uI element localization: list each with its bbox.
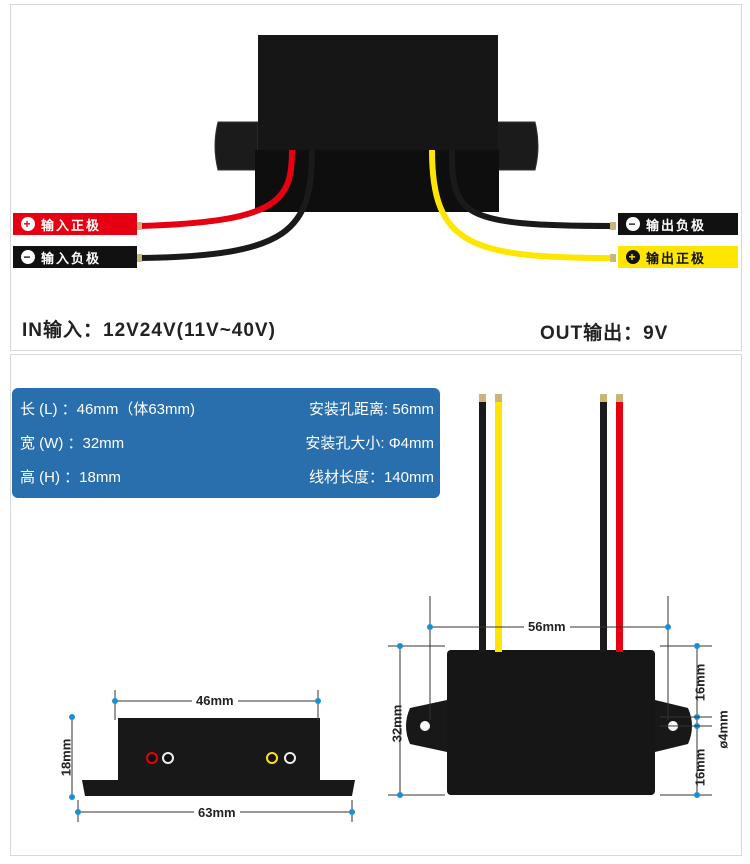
minus-icon: − xyxy=(626,217,640,231)
input-positive-wire xyxy=(139,149,295,229)
minus-icon: − xyxy=(21,250,35,264)
input-voltage-text: IN输入：12V24V(11V~40V) xyxy=(22,320,276,341)
spec-width: 宽 (W) ：32mm xyxy=(20,435,125,452)
spec-wire-length: 线材长度：140mm xyxy=(308,469,434,486)
hole-diameter-dim: ø4mm xyxy=(715,710,731,749)
plus-icon: + xyxy=(21,217,35,231)
top-view-wire-yellow xyxy=(495,402,502,652)
output-negative-label: − 输出负极 xyxy=(618,213,738,235)
spec-hole-size: 安装孔大小: Φ4mm xyxy=(305,435,434,452)
input-negative-label: − 输入负极 xyxy=(13,246,137,268)
output-negative-wire xyxy=(449,149,613,229)
spec-hole-distance: 安装孔距离: 56mm xyxy=(308,401,434,418)
left-mount-ear xyxy=(214,121,259,171)
front-view-body xyxy=(118,718,320,780)
front-total-dim: 63mm xyxy=(194,805,240,820)
input-negative-wire xyxy=(139,149,315,261)
top-view-wire-red xyxy=(616,402,623,652)
top-hole-distance-dim: 56mm xyxy=(524,619,570,634)
top-lower-dim: 16mm xyxy=(692,748,708,787)
output-positive-label: + 输出正极 xyxy=(618,246,738,268)
spec-box: 长 (L) ：46mm（体63mm) 安装孔距离: 56mm 宽 (W) ：32… xyxy=(12,388,440,498)
top-view-wire-black-1 xyxy=(479,402,486,652)
module-body-top xyxy=(258,35,498,153)
spec-height: 高 (H) ：18mm xyxy=(20,469,121,486)
bottom-panel xyxy=(10,354,742,856)
output-voltage-text: OUT输出：9V xyxy=(540,323,669,344)
top-view-wire-black-2 xyxy=(600,402,607,652)
front-height-dim: 18mm xyxy=(58,738,74,777)
top-panel xyxy=(10,4,742,351)
plus-icon: + xyxy=(626,250,640,264)
front-view-flange xyxy=(82,780,355,796)
output-positive-wire xyxy=(429,149,613,261)
top-dimension-lines xyxy=(388,596,712,798)
right-mount-ear xyxy=(496,121,539,171)
top-width-dim: 32mm xyxy=(389,704,405,743)
top-upper-dim: 16mm xyxy=(692,663,708,702)
front-width-dim: 46mm xyxy=(192,693,238,708)
top-view-body xyxy=(447,650,655,795)
spec-length: 长 (L) ：46mm（体63mm) xyxy=(20,401,196,418)
input-positive-label: + 输入正极 xyxy=(13,213,137,235)
